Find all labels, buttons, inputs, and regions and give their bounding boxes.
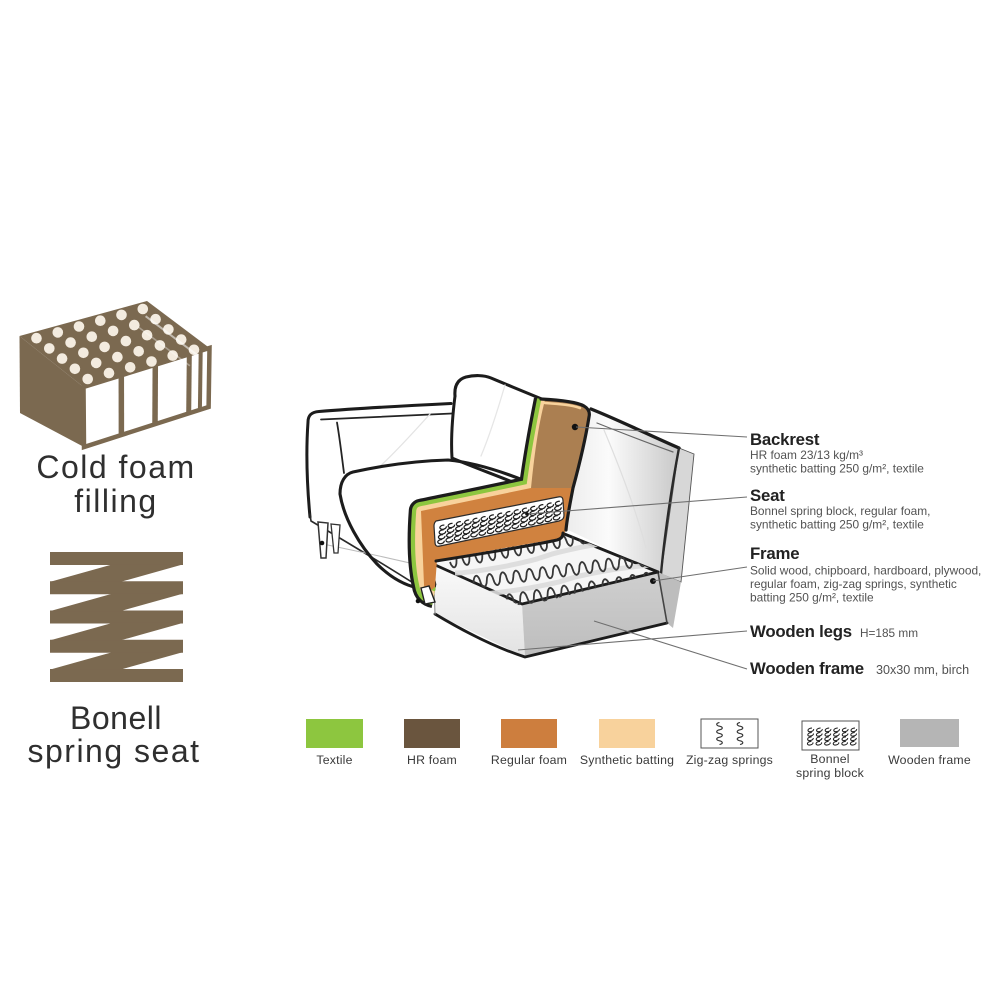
svg-text:Wooden frame: Wooden frame xyxy=(750,659,864,678)
svg-text:Textile: Textile xyxy=(316,753,352,767)
svg-text:Backrest: Backrest xyxy=(750,430,820,449)
svg-text:filling: filling xyxy=(74,483,157,519)
svg-text:Wooden frame: Wooden frame xyxy=(888,753,971,767)
svg-text:synthetic batting 250 g/m², te: synthetic batting 250 g/m², textile xyxy=(750,518,924,532)
svg-text:Seat: Seat xyxy=(750,486,785,505)
svg-text:synthetic batting 250 g/m², te: synthetic batting 250 g/m², textile xyxy=(750,462,924,476)
svg-text:HR foam: HR foam xyxy=(407,753,457,767)
svg-text:regular foam, zig-zag springs,: regular foam, zig-zag springs, synthetic xyxy=(750,577,957,591)
svg-text:Cold foam: Cold foam xyxy=(36,449,195,485)
svg-text:Wooden legs: Wooden legs xyxy=(750,622,852,641)
svg-text:Zig-zag springs: Zig-zag springs xyxy=(686,753,773,767)
svg-text:Bonell: Bonell xyxy=(70,700,162,736)
svg-text:Frame: Frame xyxy=(750,544,799,563)
svg-text:Bonnel: Bonnel xyxy=(810,752,850,766)
svg-text:HR foam 23/13 kg/m³: HR foam 23/13 kg/m³ xyxy=(750,448,863,462)
svg-text:Solid wood, chipboard, hardboa: Solid wood, chipboard, hardboard, plywoo… xyxy=(750,564,981,578)
svg-text:Synthetic batting: Synthetic batting xyxy=(580,753,674,767)
svg-text:Bonnel spring block, regular f: Bonnel spring block, regular foam, xyxy=(750,504,930,518)
svg-text:Regular foam: Regular foam xyxy=(491,753,567,767)
svg-text:spring block: spring block xyxy=(796,766,865,780)
svg-text:batting 250 g/m², textile: batting 250 g/m², textile xyxy=(750,591,874,605)
svg-text:spring seat: spring seat xyxy=(27,733,200,769)
svg-text:H=185 mm: H=185 mm xyxy=(860,626,918,640)
svg-text:30x30 mm, birch: 30x30 mm, birch xyxy=(876,663,969,677)
